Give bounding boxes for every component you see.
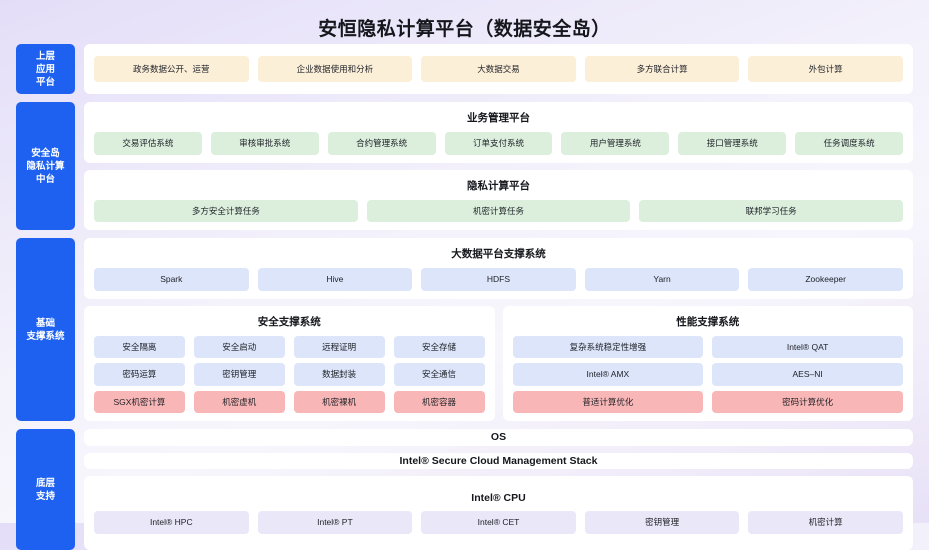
band-label-3[interactable]: 基础 支撑系统 — [16, 238, 75, 421]
band-body-3: 大数据平台支撑系统 Spark Hive HDFS Yarn Zookeeper 安全支撑系… — [84, 238, 913, 421]
b1-p0-chip-0-3[interactable]: 多方联合计算 — [584, 55, 740, 83]
b2-p0-chip-0-4[interactable]: 用户管理系统 — [561, 132, 670, 155]
b3-p0-chip-0-1[interactable]: Hive — [257, 268, 413, 291]
b3-s0-chip-2-0[interactable]: SGX机密计算 — [94, 390, 185, 413]
stack-bar-0[interactable]: OS — [84, 429, 913, 446]
b2-p0-chip-0-5[interactable]: 接口管理系统 — [678, 132, 787, 155]
band-body-2: 业务管理平台交易评估系统审核审批系统合约管理系统订单支付系统用户管理系统接口管理… — [84, 102, 913, 230]
b1-p0-chip-0-2[interactable]: 大数据交易 — [421, 55, 576, 83]
b2-p0-chip-0-0[interactable]: 交易评估系统 — [94, 132, 202, 155]
architecture-diagram: 上层 应用 平台政务数据公开、运营企业数据使用和分析大数据交易多方联合计算外包计… — [16, 44, 913, 550]
b3-s0-chip-2-1[interactable]: 机密虚机 — [193, 390, 285, 413]
b2-p0-row: 交易评估系统审核审批系统合约管理系统订单支付系统用户管理系统接口管理系统任务调度… — [94, 132, 904, 155]
b3-s1-row: 普适计算优化密码计算优化 — [512, 390, 903, 413]
b3-p0-row: Spark Hive HDFS Yarn Zookeeper — [94, 268, 903, 291]
b3-s0-chip-1-0[interactable]: 密码运算 — [94, 363, 185, 386]
b2-p0-chip-0-6[interactable]: 任务调度系统 — [795, 132, 904, 155]
b3-p0-chip-0-3[interactable]: Yarn — [584, 268, 740, 291]
band-4: 底层 支持 OS Intel® Secure Cloud Management St… — [16, 429, 913, 550]
b3-s1-panel: 性能支撑系统复杂系统稳定性增强 Intel® QAT Intel® AMX AES–N… — [502, 305, 913, 421]
b1-p0-row: 政务数据公开、运营企业数据使用和分析大数据交易多方联合计算外包计算 — [94, 55, 903, 83]
band-1: 上层 应用 平台政务数据公开、运营企业数据使用和分析大数据交易多方联合计算外包计… — [16, 44, 913, 94]
b1-p0-panel: 政务数据公开、运营企业数据使用和分析大数据交易多方联合计算外包计算 — [84, 44, 913, 94]
band-body-1: 政务数据公开、运营企业数据使用和分析大数据交易多方联合计算外包计算 — [84, 44, 913, 94]
stack-bar-1[interactable]: Intel® Secure Cloud Management Stack — [84, 452, 913, 469]
b3-p0-chip-0-4[interactable]: Zookeeper — [748, 268, 903, 291]
band-label-1[interactable]: 上层 应用 平台 — [16, 44, 75, 94]
b3-s1-chip-0-0[interactable]: 复杂系统稳定性增强 — [512, 335, 704, 358]
b2-p0-chip-0-3[interactable]: 订单支付系统 — [444, 132, 553, 155]
stack-bar-label-1: Intel® Secure Cloud Management Stack — [399, 454, 598, 467]
b3-s1-row: Intel® AMX AES–NI — [512, 363, 903, 386]
b3-s0-chip-0-3[interactable]: 安全存储 — [393, 335, 485, 358]
b2-p1-chip-0-1[interactable]: 机密计算任务 — [366, 199, 631, 222]
b3-s0-panel-title: 安全支撑系统 — [257, 315, 321, 328]
b3-s0-row: SGX机密计算机密虚机机密裸机机密容器 — [94, 390, 485, 413]
b1-p0-chip-0-1[interactable]: 企业数据使用和分析 — [257, 55, 413, 83]
b2-p1-chip-0-0[interactable]: 多方安全计算任务 — [94, 199, 358, 222]
b3-s1-chip-1-0[interactable]: Intel® AMX — [512, 363, 704, 386]
b1-p0-chip-0-0[interactable]: 政务数据公开、运营 — [94, 55, 249, 83]
b3-s0-chip-1-2[interactable]: 数据封装 — [293, 363, 385, 386]
band-label-2[interactable]: 安全岛 隐私计算 中台 — [16, 102, 75, 230]
b2-p1-panel-title: 隐私计算平台 — [467, 179, 530, 192]
b3-s1-chip-2-0[interactable]: 普适计算优化 — [512, 390, 704, 413]
b3-s0-chip-2-2[interactable]: 机密裸机 — [293, 390, 385, 413]
b3-s1-chip-2-1[interactable]: 密码计算优化 — [712, 390, 903, 413]
b3-s0-chip-1-1[interactable]: 密钥管理 — [193, 363, 285, 386]
b3-p0-panel-title: 大数据平台支撑系统 — [451, 248, 546, 260]
b3-p0-panel: 大数据平台支撑系统 Spark Hive HDFS Yarn Zookeeper — [84, 238, 913, 299]
b2-p1-row: 多方安全计算任务机密计算任务联邦学习任务 — [94, 199, 904, 222]
b3-s0-row: 安全隔离安全启动远程证明安全存储 — [94, 335, 485, 358]
b3-p0-chip-0-0[interactable]: Spark — [94, 268, 249, 291]
b3-s0-row: 密码运算密钥管理数据封装安全通信 — [94, 363, 485, 386]
b3-s0-chip-2-3[interactable]: 机密容器 — [393, 390, 485, 413]
b4-p0-panel-title: Intel® CPU — [471, 492, 526, 505]
page-title: 安恒隐私计算平台（数据安全岛） — [318, 19, 611, 40]
b3-s0-chip-0-1[interactable]: 安全启动 — [193, 335, 285, 358]
b2-p1-panel: 隐私计算平台多方安全计算任务机密计算任务联邦学习任务 — [84, 169, 913, 230]
band-label-4[interactable]: 底层 支持 — [16, 429, 75, 550]
b2-p0-chip-0-2[interactable]: 合约管理系统 — [327, 132, 436, 155]
b1-p0-chip-0-4[interactable]: 外包计算 — [748, 55, 903, 83]
b3-s1-row: 复杂系统稳定性增强 Intel® QAT — [512, 335, 903, 358]
b3-s1-chip-1-1[interactable]: AES–NI — [712, 363, 903, 386]
stack-bar-label-0: OS — [490, 431, 507, 444]
b2-p0-panel: 业务管理平台交易评估系统审核审批系统合约管理系统订单支付系统用户管理系统接口管理… — [84, 102, 913, 163]
b3-s1-panel-title: 性能支撑系统 — [676, 315, 740, 328]
b2-p1-chip-0-2[interactable]: 联邦学习任务 — [639, 199, 904, 222]
b3-p0-chip-0-2[interactable]: HDFS — [421, 268, 576, 291]
b3-s0-chip-1-3[interactable]: 安全通信 — [393, 363, 485, 386]
band-3: 基础 支撑系统 大数据平台支撑系统 Spark Hive HDFS Yarn Zookeep… — [16, 238, 913, 421]
b3-s0-chip-0-0[interactable]: 安全隔离 — [94, 335, 185, 358]
b2-p0-panel-title: 业务管理平台 — [467, 112, 530, 124]
band-2: 安全岛 隐私计算 中台业务管理平台交易评估系统审核审批系统合约管理系统订单支付系… — [16, 102, 913, 230]
b3-s0-chip-0-2[interactable]: 远程证明 — [293, 335, 385, 358]
b2-p0-chip-0-1[interactable]: 审核审批系统 — [210, 132, 319, 155]
b3-s1-chip-0-1[interactable]: Intel® QAT — [712, 335, 903, 358]
